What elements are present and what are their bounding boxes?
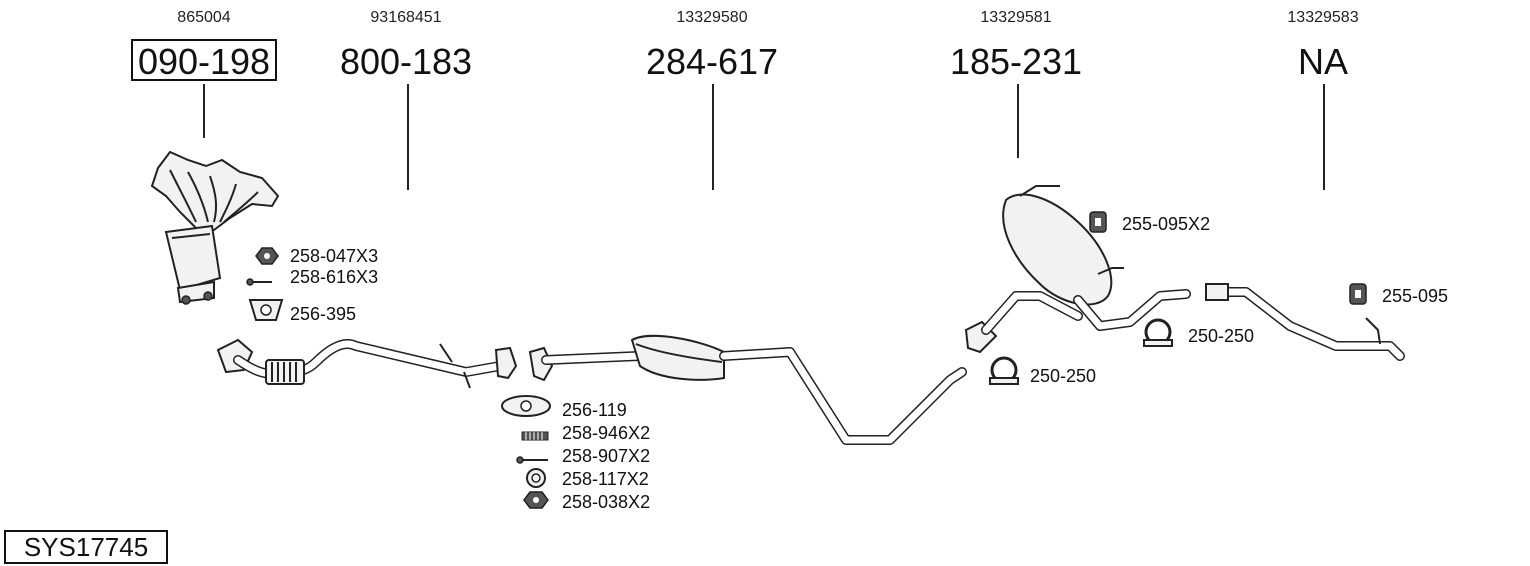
accessory-hanger-b[interactable]: 255-095 [1349, 283, 1448, 306]
oe-number: 865004 [177, 9, 230, 26]
accessory-label: 258-616X3 [290, 267, 378, 287]
accessory-label: 258-047X3 [290, 246, 378, 266]
accessory-clamp-a[interactable]: 250-250 [1143, 318, 1254, 347]
pipe-end [1205, 283, 1229, 301]
column-tail-pipe: 13329583 NA [1287, 9, 1359, 190]
part-number-frame [131, 39, 277, 81]
system-id-box: SYS17745 [4, 530, 168, 564]
accessory-label: 250-250 [1030, 366, 1096, 386]
system-id: SYS17745 [24, 532, 148, 562]
accessory-label: 255-095 [1382, 286, 1448, 306]
oe-number: 13329581 [980, 9, 1051, 26]
accessory-bolt-b[interactable]: 258-907X2 [516, 446, 650, 466]
front-pipe-drawing[interactable] [216, 338, 518, 389]
tail-pipe-drawing[interactable] [1205, 283, 1405, 361]
oe-number: 93168451 [370, 9, 441, 26]
accessory-nut-b[interactable]: 258-038X2 [523, 491, 650, 512]
accessory-label: 258-946X2 [562, 423, 650, 443]
accessory-label: 256-395 [290, 304, 356, 324]
oe-number: 13329580 [676, 9, 747, 26]
accessory-nut-a[interactable]: 258-047X3 [255, 246, 378, 266]
part-number[interactable]: NA [1298, 41, 1348, 82]
center-silencer-drawing[interactable] [528, 334, 967, 445]
catalytic-converter-drawing[interactable] [150, 150, 280, 305]
accessory-label: 258-038X2 [562, 492, 650, 512]
column-front-pipe: 93168451 800-183 [340, 9, 472, 190]
part-number[interactable]: 090-198 [138, 41, 270, 82]
accessory-label: 255-095X2 [1122, 214, 1210, 234]
part-number[interactable]: 284-617 [646, 41, 778, 82]
accessory-bolt-a[interactable]: 258-616X3 [246, 267, 378, 287]
accessory-label: 258-117X2 [562, 469, 649, 489]
oe-number: 13329583 [1287, 9, 1358, 26]
part-number[interactable]: 185-231 [950, 41, 1082, 82]
accessory-washer[interactable]: 258-117X2 [526, 468, 649, 489]
column-rear-silencer: 13329581 185-231 [950, 9, 1082, 158]
accessory-label: 258-907X2 [562, 446, 650, 466]
column-catalytic-converter: 865004 090-198 [131, 9, 277, 138]
rear-silencer-drawing[interactable] [964, 185, 1191, 354]
accessory-label: 256-119 [562, 400, 627, 420]
accessory-gasket-b[interactable]: 256-119 [501, 395, 627, 420]
column-center-silencer: 13329580 284-617 [646, 9, 778, 190]
accessory-spring[interactable]: 258-946X2 [521, 423, 650, 443]
part-number[interactable]: 800-183 [340, 41, 472, 82]
accessory-hanger-a[interactable]: 255-095X2 [1089, 211, 1210, 234]
accessory-label: 250-250 [1188, 326, 1254, 346]
accessory-gasket-a[interactable]: 256-395 [248, 299, 356, 324]
accessory-clamp-b[interactable]: 250-250 [989, 356, 1096, 386]
